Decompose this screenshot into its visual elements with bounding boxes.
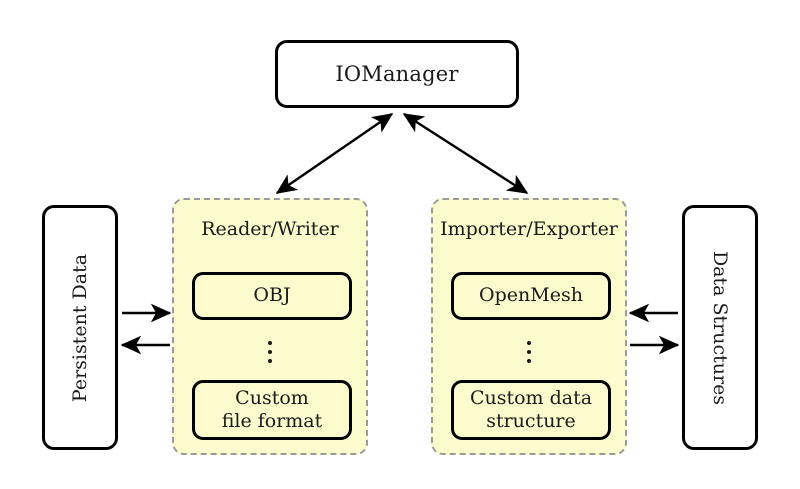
reader-writer-item-custom-file-format[interactable]: Custom file format — [192, 380, 352, 440]
reader-writer-item-obj[interactable]: OBJ — [192, 272, 352, 320]
arrow-manager-importerexporter — [402, 112, 529, 195]
persistent-data-box[interactable]: Persistent Data — [42, 205, 118, 450]
iomanager-label: IOManager — [335, 62, 459, 86]
importer-exporter-item-openmesh-label: OpenMesh — [479, 284, 583, 307]
data-structures-box[interactable]: Data Structures — [682, 205, 758, 450]
reader-writer-item-custom-file-format-label: Custom file format — [221, 386, 323, 432]
arrow-manager-readerwriter — [275, 113, 394, 194]
panel-importer-exporter[interactable]: Importer/Exporter OpenMesh Custom data s… — [431, 198, 627, 455]
importer-exporter-ellipsis-icon — [433, 336, 625, 368]
reader-writer-ellipsis-icon — [174, 336, 366, 368]
importer-exporter-item-openmesh[interactable]: OpenMesh — [451, 272, 611, 320]
panel-importer-exporter-title: Importer/Exporter — [440, 218, 618, 240]
panel-reader-writer-title: Reader/Writer — [201, 218, 339, 240]
importer-exporter-item-custom-data-structure[interactable]: Custom data structure — [451, 380, 611, 440]
persistent-data-label: Persistent Data — [69, 253, 91, 402]
data-structures-label: Data Structures — [709, 250, 731, 405]
panel-reader-writer[interactable]: Reader/Writer OBJ Custom file format — [172, 198, 368, 455]
iomanager-box[interactable]: IOManager — [275, 40, 519, 108]
importer-exporter-item-custom-data-structure-label: Custom data structure — [469, 386, 593, 432]
reader-writer-item-obj-label: OBJ — [253, 284, 291, 307]
